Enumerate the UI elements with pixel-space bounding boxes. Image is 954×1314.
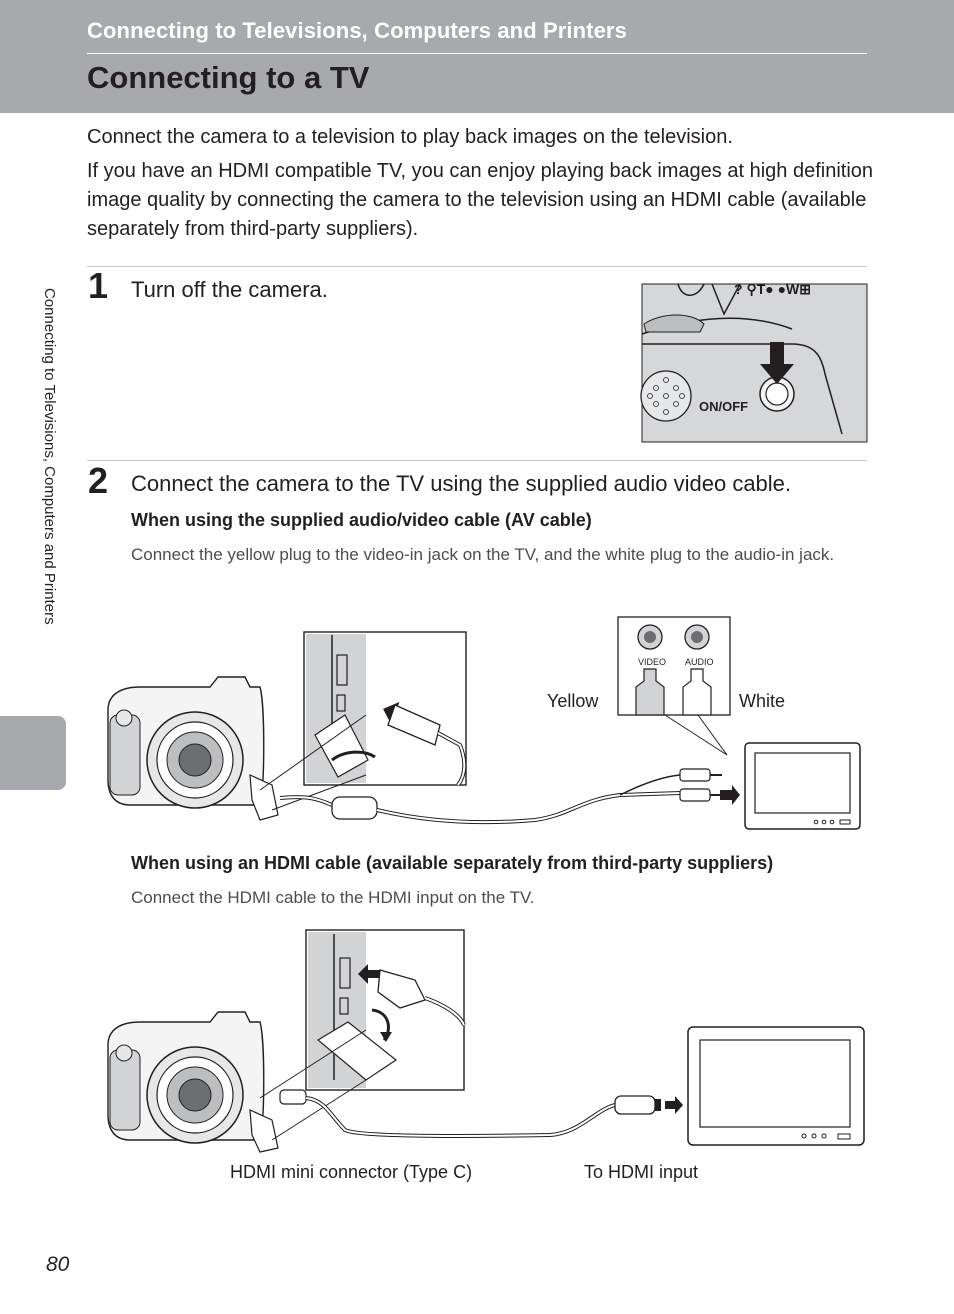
divider [87,460,867,461]
yellow-label: Yellow [547,691,599,711]
av-connection-figure: VIDEO AUDIO [107,616,861,830]
hdmi-cable-heading: When using an HDMI cable (available sepa… [131,853,774,873]
on-off-label: ON/OFF [699,399,748,414]
camera-illustration [107,1011,279,1153]
intro-paragraph-1: Connect the camera to a television to pl… [87,126,733,148]
hdmi-cable-body: Connect the HDMI cable to the HDMI input… [131,888,535,907]
power-button-figure: ? ⚲T● ●W⊞ ON/OFF [640,281,868,443]
camera-illustration [107,676,279,821]
step-2-text: Connect the camera to the TV using the s… [131,471,792,496]
chapter-side-label: Connecting to Televisions, Computers and… [41,288,58,625]
hdmi-connector-label: HDMI mini connector (Type C) [230,1162,473,1182]
av-cable-body: Connect the yellow plug to the video-in … [131,545,835,564]
header-divider [87,53,867,54]
step-2-number: 2 [88,460,109,501]
audio-jack-label: AUDIO [685,657,714,667]
page-header [0,0,954,113]
step-1-text: Turn off the camera. [131,277,328,302]
divider [87,266,867,267]
hdmi-input-label: To HDMI input [584,1162,699,1182]
intro-paragraph-2: If you have an HDMI compatible TV, you c… [87,160,874,240]
page-number: 80 [46,1253,70,1276]
video-jack-label: VIDEO [638,657,666,667]
chapter-tab [0,716,66,790]
section-title: Connecting to Televisions, Computers and… [87,18,627,43]
hdmi-connection-figure [107,929,865,1153]
step-1-number: 1 [88,265,109,306]
av-cable-heading: When using the supplied audio/video cabl… [131,510,592,530]
svg-text:? ⚲T● ●W⊞: ? ⚲T● ●W⊞ [734,281,811,297]
white-label: White [739,691,786,711]
page-title: Connecting to a TV [87,60,370,95]
